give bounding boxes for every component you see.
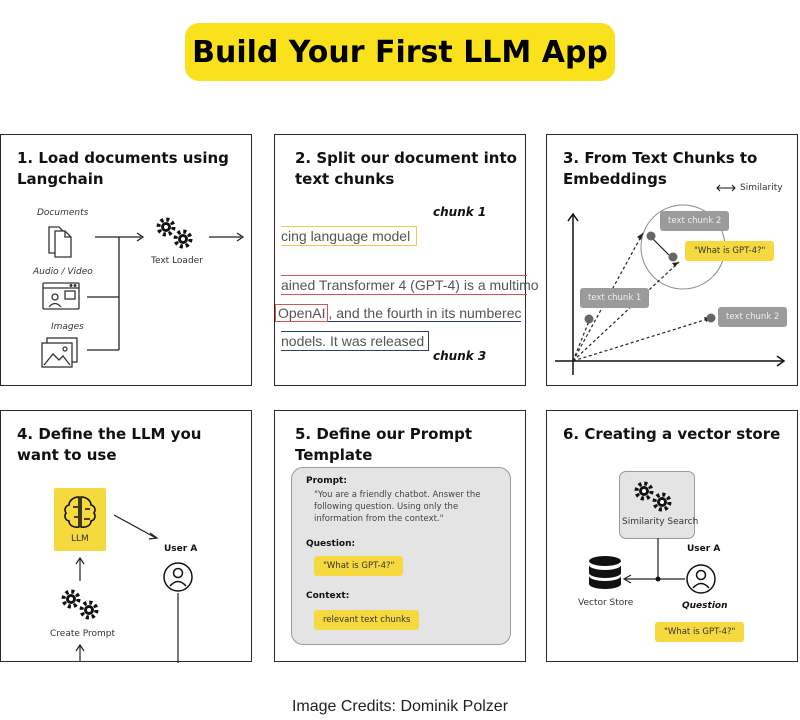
vector-store-diagram [589, 481, 716, 594]
query-pill: "What is GPT-4?" [685, 241, 775, 261]
gears-icon [156, 217, 193, 249]
video-call-icon [42, 282, 80, 310]
panel-split-chunks: 2. Split our document into text chunks c… [274, 134, 539, 386]
audio-video-label: Audio / Video [33, 267, 93, 277]
chunk-1-label: chunk 1 [433, 205, 487, 219]
database-icon [589, 556, 621, 589]
prompt-heading: Prompt: [306, 476, 347, 486]
user-a-label: User A [164, 544, 198, 554]
panel-load-documents: 1. Load documents using Langchain Docume… [0, 134, 252, 386]
image-icon [41, 337, 78, 368]
embedding-points [584, 231, 716, 324]
llm-diagram [61, 496, 193, 663]
embedding-plot [555, 184, 786, 375]
question-pill: "What is GPT-4?" [314, 556, 404, 576]
user-a-label: User A [687, 544, 721, 554]
gears-icon [634, 481, 672, 512]
text-line-1: cing language model [281, 226, 418, 246]
vector-store-label: Vector Store [578, 598, 634, 608]
panel-define-llm: 4. Define the LLM you want to use [0, 410, 252, 663]
user-icon [163, 562, 193, 592]
panel-title: 1. Load documents using Langchain [17, 149, 229, 188]
text-chunk-2-pill: text chunk 2 [660, 211, 730, 231]
images-label: Images [51, 322, 84, 332]
create-prompt-label: Create Prompt [50, 629, 116, 639]
chunk-3-label: chunk 3 [433, 349, 487, 363]
prompt-template-card: Prompt: "You are a friendly chatbot. Ans… [291, 467, 511, 645]
context-pill: relevant text chunks [314, 610, 420, 630]
context-heading: Context: [306, 591, 350, 601]
similarity-search-label: Similarity Search [622, 517, 699, 527]
axes [555, 212, 786, 375]
question-heading: Question: [306, 539, 356, 549]
panel-title: 3. From Text Chunks to Embeddings [563, 149, 758, 188]
panel-title: 2. Split our document into text chunks [295, 149, 517, 188]
prompt-text: "You are a friendly chatbot. Answer the … [314, 490, 481, 524]
user-icon [686, 564, 716, 594]
similarity-legend-arrow [716, 184, 736, 192]
panel-vector-store: 6. Creating a vector store Similarity S [546, 410, 798, 662]
panel-embeddings: 3. From Text Chunks to Embeddings [546, 134, 798, 386]
panel-title: 5. Define our Prompt Template [295, 425, 473, 464]
load-flow-diagram [41, 217, 245, 368]
gears-icon [61, 589, 99, 620]
page-title: Build Your First LLM App [185, 23, 615, 81]
brain-icon [64, 496, 96, 528]
image-credits: Image Credits: Dominik Polzer [291, 698, 509, 715]
text-loader-label: Text Loader [151, 256, 203, 266]
panel-title: 6. Creating a vector store [563, 425, 781, 443]
text-chunk-2b-pill: text chunk 2 [718, 307, 788, 327]
text-chunk-1-pill: text chunk 1 [580, 288, 650, 308]
text-line-2: ained Transformer 4 (GPT-4) is a multimo [281, 275, 539, 295]
openai-highlight: OpenAI [275, 304, 329, 322]
llm-label: LLM [71, 534, 89, 544]
text-line-4: nodels. It was released [281, 331, 430, 351]
panel-title: 4. Define the LLM you want to use [17, 425, 202, 464]
text-line-3: OpenAI, and the fourth in its numberec [275, 304, 527, 322]
question-pill: "What is GPT-4?" [655, 622, 745, 642]
documents-label: Documents [37, 208, 89, 218]
panel-prompt-template: 5. Define our Prompt Template Prompt: "Y… [274, 410, 526, 662]
similarity-label: Similarity [740, 183, 783, 193]
file-icon [48, 226, 72, 258]
llm-box [54, 488, 106, 551]
question-label: Question [682, 601, 728, 611]
